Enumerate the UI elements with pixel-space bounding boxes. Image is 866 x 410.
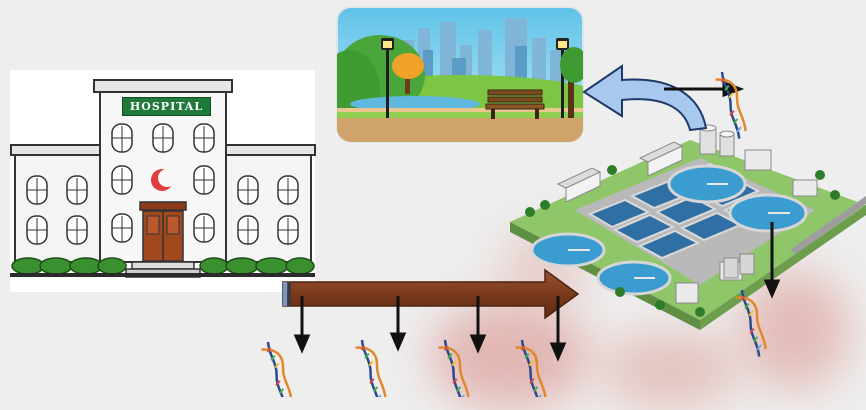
dna-icon — [496, 340, 565, 397]
dna-icon — [696, 72, 765, 139]
dna-icon — [716, 290, 785, 357]
dna-icon — [242, 342, 311, 397]
dna-icon — [419, 340, 488, 397]
dna-layer — [0, 0, 866, 397]
dna-icon — [336, 340, 405, 397]
